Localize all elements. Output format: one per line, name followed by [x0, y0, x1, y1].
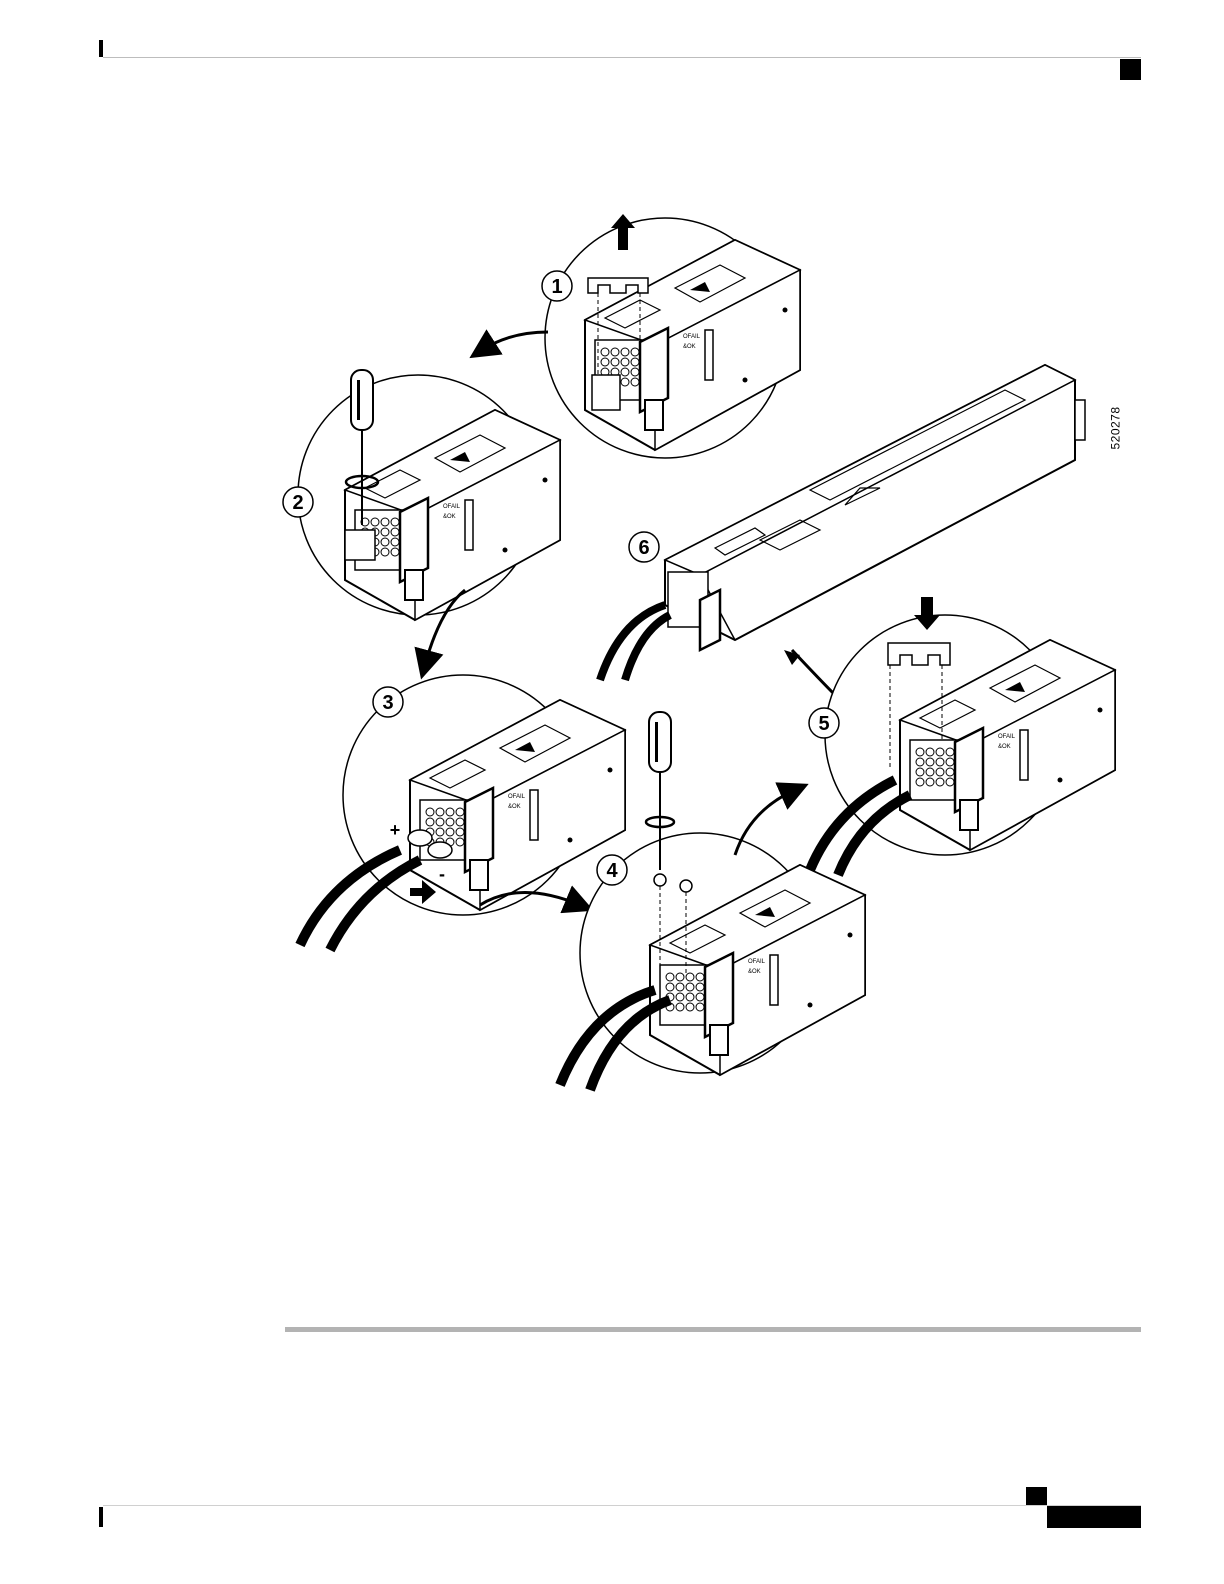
step-5-detail	[810, 597, 1115, 875]
step-2-callout: 2	[283, 487, 313, 517]
footer-page-number-block	[1047, 1506, 1141, 1528]
footer-rule	[103, 1505, 1141, 1506]
svg-text:1: 1	[551, 276, 562, 298]
step-1-callout: 1	[542, 271, 572, 301]
step-2-detail	[298, 370, 560, 665]
negative-terminal-label: -	[439, 864, 445, 884]
step-6-callout: 6	[629, 532, 659, 562]
positive-terminal-label: +	[390, 820, 401, 840]
step-5-callout: 5	[809, 708, 839, 738]
svg-text:2: 2	[292, 492, 303, 514]
footer-marker	[99, 1507, 103, 1527]
step-4-callout: 4	[597, 855, 627, 885]
svg-text:5: 5	[818, 713, 829, 735]
svg-text:4: 4	[606, 860, 618, 882]
svg-text:6: 6	[638, 537, 649, 559]
svg-text:3: 3	[382, 692, 393, 714]
step-1-detail	[482, 214, 800, 458]
step-3-callout: 3	[373, 687, 403, 717]
footer-page-tab	[1026, 1487, 1047, 1505]
step-3-detail	[300, 675, 625, 950]
figure-id-label: 520278	[1109, 406, 1123, 449]
section-end-rule	[285, 1327, 1141, 1332]
